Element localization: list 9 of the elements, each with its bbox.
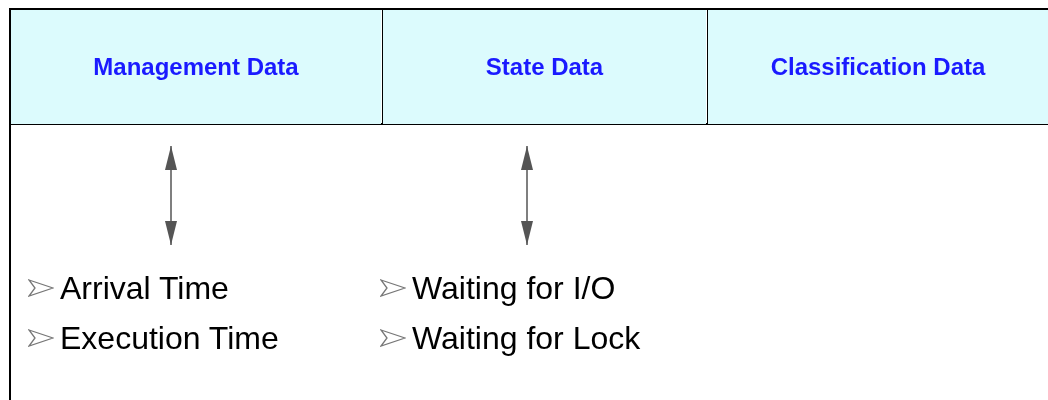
list-item: Arrival Time xyxy=(60,269,229,307)
list-item: Waiting for Lock xyxy=(412,319,641,357)
header-cell: Classification Data xyxy=(707,10,1048,124)
header-cell: State Data xyxy=(382,10,706,124)
list-item: Execution Time xyxy=(60,319,279,357)
double-arrow xyxy=(521,145,533,246)
double-arrow xyxy=(165,145,177,246)
list-item: Waiting for I/O xyxy=(412,269,616,307)
header-cell: Management Data xyxy=(11,10,381,124)
